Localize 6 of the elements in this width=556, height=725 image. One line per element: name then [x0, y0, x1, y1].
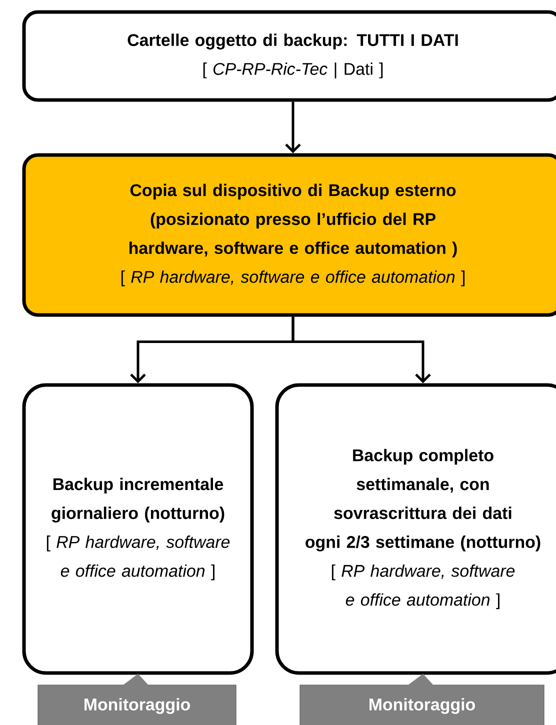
arrow: [292, 316, 431, 384]
arrow: [285, 102, 301, 154]
process-box: Backup incrementale giornaliero (notturno) [ RP hardware, software e office automation ]: [22, 383, 254, 675]
process-box: Copia sul dispositivo di Backup esterno (posizionato presso l’ufficio del RP hardware, software e office automation ) [ RP hardware, software e office automation ]: [22, 153, 556, 317]
process-box: Cartelle oggetto di backup: TUTTI I DATI [ CP-RP-Ric-Tec | Dati ]: [22, 10, 556, 102]
process-box: Backup completo settimanale, con sovrascrittura dei dati ogni 2/3 settimane (notturno) [ RP hardware, software e office automation ]: [275, 383, 556, 675]
